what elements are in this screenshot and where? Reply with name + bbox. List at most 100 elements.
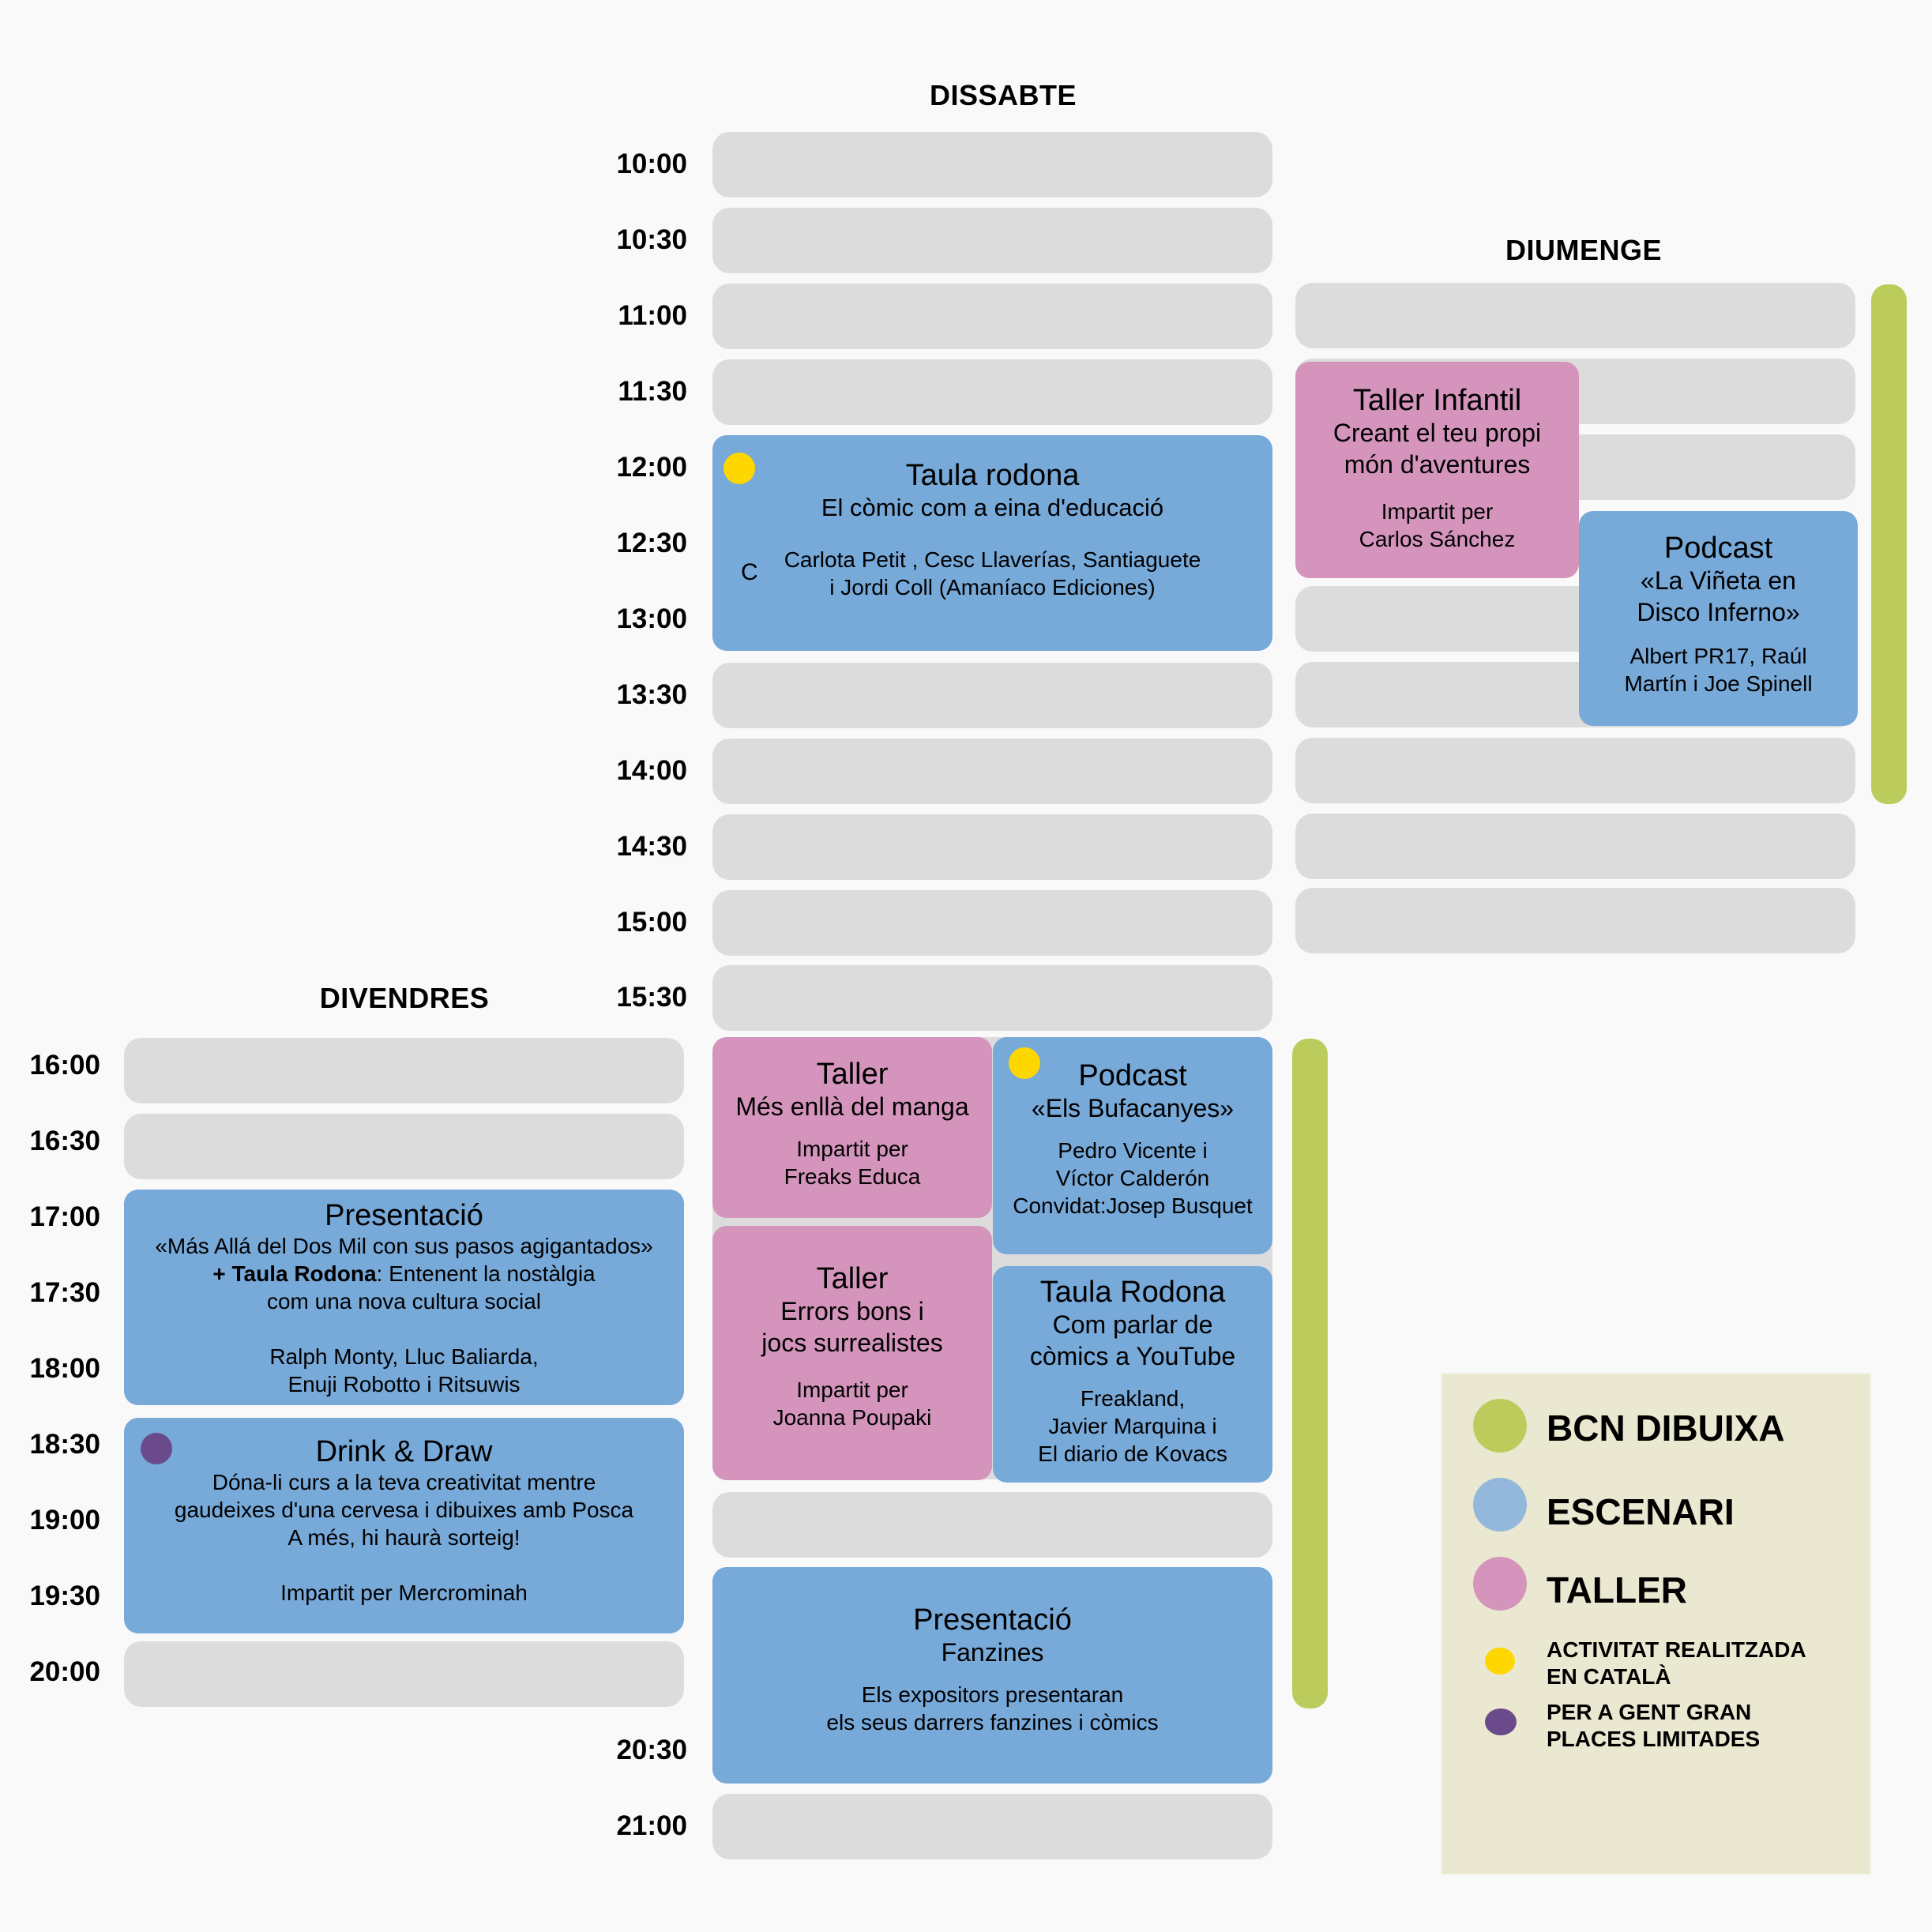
event-people: Impartit per (796, 1378, 908, 1402)
empty-slot (1295, 283, 1855, 348)
event-line: com una nova cultura social (266, 1289, 542, 1314)
day-title-friday: DIVENDRES (319, 982, 490, 1014)
legend-label-taller: TALLER (1547, 1569, 1688, 1611)
time-label: 20:00 (29, 1656, 100, 1687)
event-people: Impartit per (796, 1137, 908, 1161)
event-title: Podcast (1663, 532, 1773, 565)
time-label: 15:30 (616, 982, 687, 1013)
taller-legend-icon (1473, 1557, 1527, 1611)
event-line-bold: + Taula Rodona (212, 1261, 377, 1286)
catala-legend-icon (1485, 1648, 1515, 1675)
time-label: 19:30 (29, 1581, 100, 1611)
event-title: Taller Infantil (1352, 384, 1522, 417)
event-title: Taula rodona (905, 459, 1080, 492)
legend-label-line: PER A GENT GRAN (1547, 1700, 1752, 1724)
event-people: Freakland, (1080, 1386, 1186, 1411)
event-title: Presentació (325, 1199, 483, 1232)
event-line: + Taula Rodona: Entenent la nostàlgia (212, 1260, 595, 1287)
empty-slot (712, 284, 1272, 349)
time-label: 10:30 (616, 224, 687, 255)
event-subtitle: Fanzines (941, 1638, 1044, 1667)
time-label: 20:30 (616, 1735, 687, 1765)
time-label: 13:00 (616, 603, 687, 634)
empty-slot (712, 1794, 1272, 1859)
time-label: 18:30 (29, 1429, 100, 1460)
time-label: 13:30 (616, 679, 687, 710)
event-title: Podcast (1078, 1059, 1187, 1092)
legend-label-catala: ACTIVITAT REALITZADA EN CATALÀ (1547, 1637, 1806, 1690)
time-label: 14:30 (616, 831, 687, 862)
event-subtitle: Com parlar de (1052, 1310, 1213, 1339)
empty-slot (1295, 888, 1855, 953)
event-people: els seus darrers fanzines i còmics (826, 1710, 1159, 1735)
event-people: Joanna Poupaki (772, 1405, 932, 1430)
time-label: 11:00 (618, 300, 687, 331)
event-subtitle: «La Viñeta en (1641, 566, 1796, 595)
event-people: Ralph Monty, Lluc Baliarda, (269, 1344, 539, 1369)
event-title: Taula Rodona (1039, 1276, 1226, 1309)
event-taula-rodona-youtube[interactable]: Taula Rodona Com parlar de còmics a YouT… (993, 1266, 1272, 1483)
event-podcast-vineta[interactable]: Podcast «La Viñeta en Disco Inferno» Alb… (1579, 511, 1858, 726)
empty-slot (712, 359, 1272, 425)
time-label: 17:00 (29, 1201, 100, 1232)
event-people: Enuji Robotto i Ritsuwis (288, 1372, 521, 1396)
event-taula-rodona-educacio[interactable]: Taula rodona El còmic com a eina d'educa… (712, 435, 1272, 651)
legend-label-escenari: ESCENARI (1547, 1491, 1735, 1532)
time-label: 19:00 (29, 1505, 100, 1535)
event-title: Taller (816, 1262, 889, 1295)
empty-slot (712, 739, 1272, 804)
event-title: Presentació (913, 1603, 1072, 1637)
time-label: 14:00 (616, 755, 687, 786)
catala-dot-icon (724, 453, 755, 484)
time-label: 10:00 (616, 148, 687, 179)
event-subtitle: «Els Bufacanyes» (1031, 1094, 1235, 1122)
empty-slot (1295, 738, 1855, 803)
event-taller-infantil[interactable]: Taller Infantil Creant el teu propi món … (1295, 362, 1579, 578)
bcn-dibuixa-legend-icon (1473, 1399, 1527, 1453)
gent-gran-legend-icon (1485, 1708, 1517, 1735)
stray-letter: C (741, 559, 758, 585)
event-people: Convidat:Josep Busquet (1013, 1193, 1253, 1218)
empty-slot (712, 965, 1272, 1031)
event-drink-draw[interactable]: Drink & Draw Dóna-li curs a la teva crea… (124, 1418, 684, 1633)
day-title-sunday: DIUMENGE (1505, 234, 1662, 266)
event-subtitle: Creant el teu propi (1332, 419, 1542, 447)
empty-slot (124, 1114, 684, 1179)
event-line: «Más Allá del Dos Mil con sus pasos agig… (155, 1234, 653, 1258)
event-people: Víctor Calderón (1055, 1166, 1210, 1190)
event-people: Carlota Petit , Cesc Llaverías, Santiagu… (784, 547, 1201, 572)
time-label: 15:00 (616, 907, 687, 938)
empty-slot (712, 1492, 1272, 1558)
event-presentacio-fanzines[interactable]: Presentació Fanzines Els expositors pres… (712, 1567, 1272, 1784)
event-subtitle: Més enllà del manga (735, 1092, 969, 1121)
time-label: 18:00 (29, 1353, 100, 1384)
event-subtitle: món d'aventures (1344, 450, 1531, 479)
legend-label-line: EN CATALÀ (1547, 1664, 1671, 1689)
time-label: 11:30 (618, 376, 687, 407)
legend-label-bcn-dibuixa: BCN DIBUIXA (1547, 1408, 1785, 1449)
event-subtitle: jocs surrealistes (761, 1329, 943, 1357)
event-podcast-bufacanyes[interactable]: Podcast «Els Bufacanyes» Pedro Vicente i… (993, 1037, 1272, 1254)
event-people: Carlos Sánchez (1359, 527, 1516, 551)
event-presentacio-mas-alla[interactable]: Presentació «Más Allá del Dos Mil con su… (124, 1190, 684, 1405)
gent-gran-dot-icon (141, 1433, 172, 1464)
catala-dot-icon (1009, 1047, 1040, 1079)
empty-slot (712, 663, 1272, 728)
event-subtitle: Disco Inferno» (1637, 598, 1800, 626)
event-taller-errors[interactable]: Taller Errors bons i jocs surrealistes I… (712, 1226, 992, 1480)
empty-slot (712, 814, 1272, 880)
event-people: Impartit per (1381, 499, 1494, 524)
event-taller-manga[interactable]: Taller Més enllà del manga Impartit per … (712, 1037, 992, 1218)
event-subtitle: Errors bons i (780, 1297, 924, 1325)
time-label: 16:30 (29, 1126, 100, 1156)
empty-slot (712, 890, 1272, 956)
event-people: Impartit per Mercrominah (280, 1581, 528, 1605)
event-people: Martín i Joe Spinell (1624, 671, 1813, 696)
event-title: Drink & Draw (315, 1435, 493, 1468)
empty-slot (124, 1038, 684, 1103)
event-people: Els expositors presentaran (861, 1682, 1124, 1707)
event-people: Javier Marquina i (1048, 1414, 1217, 1438)
time-label: 12:00 (616, 452, 687, 483)
event-subtitle: El còmic com a eina d'educació (821, 494, 1164, 521)
legend-label-line: ACTIVITAT REALITZADA (1547, 1637, 1806, 1662)
